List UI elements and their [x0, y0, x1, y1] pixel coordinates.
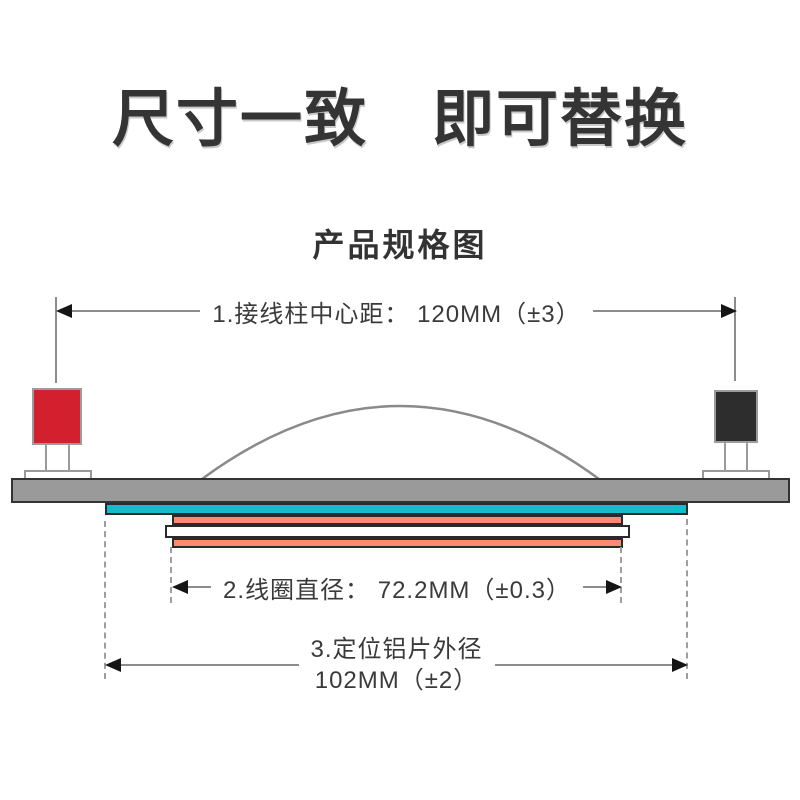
page-title: 尺寸一致 即可替换: [111, 85, 688, 154]
arrow-right-icon: [721, 304, 738, 318]
arrow-right-icon: [672, 658, 689, 672]
dim2-dashed-line-right: [620, 547, 622, 603]
black-terminal-post: [714, 390, 758, 443]
voice-coil-bottom-layer: [172, 538, 623, 548]
left-terminal-neck: [45, 444, 70, 472]
coil-former-layer: [165, 525, 630, 538]
arrow-left-icon: [56, 304, 72, 318]
right-terminal-neck: [724, 443, 748, 472]
dim3-dimension-line: 3.定位铝片外径 102MM（±2）: [105, 634, 689, 696]
mounting-plate: [11, 478, 790, 503]
arrow-left-icon: [105, 658, 121, 672]
dim3-label-line1: 3.定位铝片外径: [310, 635, 483, 663]
dim3-label-line2: 102MM（±2）: [314, 667, 479, 694]
positioning-aluminum-sheet: [105, 503, 688, 515]
red-terminal-post: [32, 388, 82, 445]
voice-coil-top-layer: [172, 515, 623, 525]
arrow-right-icon: [606, 580, 623, 594]
dim1-label: 1.接线柱中心距： 120MM（±3）: [212, 300, 581, 328]
dim1-extension-line-right: [734, 297, 736, 381]
dim2-dashed-line-left: [170, 547, 172, 603]
dim2-label: 2.线圈直径： 72.2MM（±0.3）: [223, 576, 571, 604]
arrow-left-icon: [172, 580, 188, 594]
spec-diagram-subtitle: 产品规格图: [312, 227, 488, 263]
dim3-dashed-line-right: [686, 519, 688, 679]
dim1-dimension-line: 1.接线柱中心距： 120MM（±3）: [56, 295, 738, 328]
dim3-label: 3.定位铝片外径 102MM（±2）: [311, 634, 483, 696]
dim1-extension-line-left: [55, 297, 57, 383]
dim3-dashed-line-left: [104, 521, 106, 679]
dim2-dimension-line: 2.线圈直径： 72.2MM（±0.3）: [172, 572, 623, 604]
dome-arc: [201, 404, 600, 481]
